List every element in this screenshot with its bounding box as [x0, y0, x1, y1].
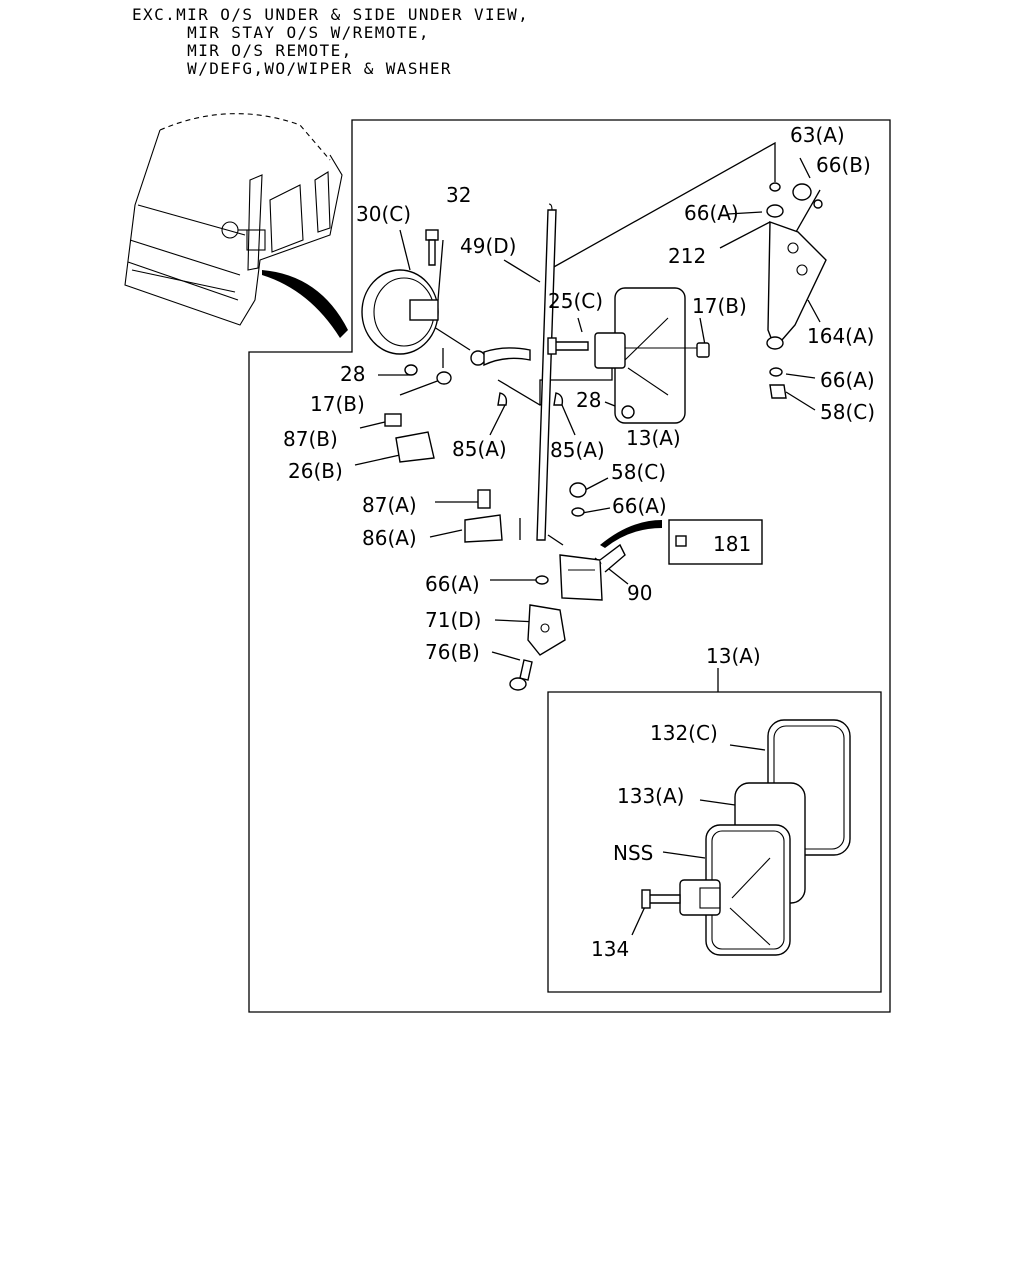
nut-58c-right	[769, 384, 787, 399]
header-line-2: MIR STAY O/S W/REMOTE,	[132, 23, 430, 42]
callout-labels: 63(A) 66(B) 66(A) 212 164(A) 66(A) 58(C)…	[283, 123, 875, 961]
callout-30c: 30(C)	[356, 202, 411, 226]
washer-66b	[813, 199, 823, 209]
callout-28-mid: 28	[576, 388, 601, 412]
round-mirror-30c	[361, 269, 439, 355]
callout-87a: 87(A)	[362, 493, 417, 517]
callout-212: 212	[668, 244, 706, 268]
callout-63a: 63(A)	[790, 123, 845, 147]
bracket-71d	[527, 604, 566, 656]
clip-87a	[477, 489, 491, 509]
stay-arm	[470, 203, 557, 541]
header-line-1: EXC.MIR O/S UNDER & SIDE UNDER VIEW,	[132, 5, 530, 24]
nut-58c-mid	[569, 482, 587, 498]
bracket-164a	[766, 221, 827, 350]
callout-90: 90	[627, 581, 652, 605]
callout-17b-top: 17(B)	[692, 294, 747, 318]
mirror-detail-assembly	[641, 719, 851, 956]
callout-87b: 87(B)	[283, 427, 338, 451]
callout-32: 32	[446, 183, 471, 207]
bolt-28-left	[404, 364, 418, 376]
pad-26b	[395, 431, 435, 463]
callout-13a-mid: 13(A)	[626, 426, 681, 450]
bracket-90	[559, 543, 626, 601]
callout-66a-low: 66(A)	[425, 572, 480, 596]
callout-66b: 66(B)	[816, 153, 871, 177]
callout-25c: 25(C)	[548, 289, 603, 313]
callout-58c-right: 58(C)	[820, 400, 875, 424]
leader-lines	[354, 141, 821, 936]
nut-17b-top	[696, 342, 710, 358]
bolt-25c	[547, 337, 589, 355]
clips-85a	[497, 392, 564, 406]
callout-132c: 132(C)	[650, 721, 718, 745]
callout-66a-right: 66(A)	[820, 368, 875, 392]
callout-17b-left: 17(B)	[310, 392, 365, 416]
washer-66a-right	[769, 367, 783, 377]
callout-85a-left: 85(A)	[452, 437, 507, 461]
callout-66a-top: 66(A)	[684, 201, 739, 225]
callout-26b: 26(B)	[288, 459, 343, 483]
main-frame	[248, 119, 891, 1013]
truck-cab-illustration	[124, 113, 348, 338]
clip-87b	[384, 413, 402, 427]
callout-134: 134	[591, 937, 629, 961]
bolt-28-mid	[621, 405, 635, 419]
callout-13a-detail: 13(A)	[706, 644, 761, 668]
callout-181: 181	[713, 532, 751, 556]
diagram-header: EXC.MIR O/S UNDER & SIDE UNDER VIEW, MIR…	[132, 6, 529, 78]
pad-86a	[464, 514, 503, 543]
callout-71d: 71(D)	[425, 608, 481, 632]
header-line-4: W/DEFG,WO/WIPER & WASHER	[132, 59, 452, 78]
washer-66a-low	[535, 575, 549, 585]
header-line-3: MIR O/S REMOTE,	[132, 41, 353, 60]
callout-28-left: 28	[340, 362, 365, 386]
callout-86a: 86(A)	[362, 526, 417, 550]
plug-181	[668, 519, 763, 565]
bolt-32	[425, 229, 439, 266]
washer-66a-top	[766, 182, 784, 218]
washer-66a-mid	[571, 507, 585, 517]
callout-58c-mid: 58(C)	[611, 460, 666, 484]
callout-66a-mid: 66(A)	[612, 494, 667, 518]
nut-17b-left	[436, 371, 452, 385]
callout-49d: 49(D)	[460, 234, 516, 258]
detail-frame	[547, 691, 882, 993]
bolt-76b	[509, 659, 533, 691]
rect-mirror-13a	[594, 287, 700, 424]
callout-85a-right: 85(A)	[550, 438, 605, 462]
callout-nss: NSS	[613, 841, 653, 865]
callout-76b: 76(B)	[425, 640, 480, 664]
callout-164a: 164(A)	[807, 324, 874, 348]
cap-63a	[792, 183, 812, 201]
callout-133a: 133(A)	[617, 784, 684, 808]
